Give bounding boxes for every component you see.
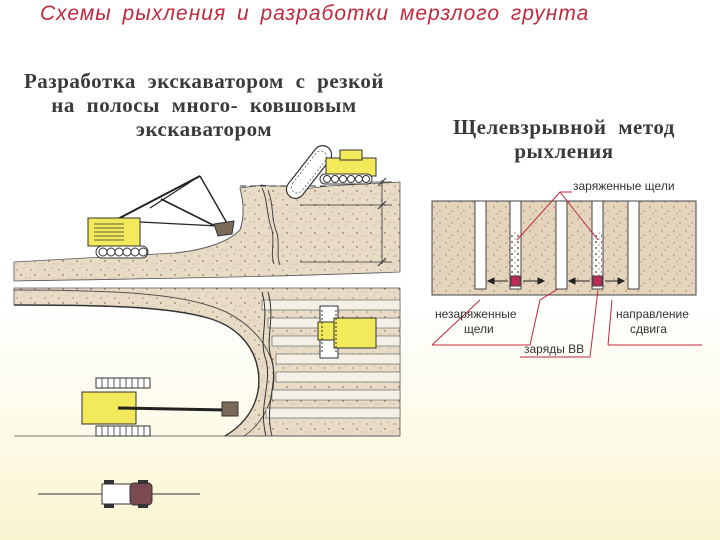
label-charges: заряды ВВ [524, 342, 584, 356]
excavator-plan-bucket [221, 401, 239, 417]
excavator-plan-boom [117, 406, 227, 412]
charge-1 [510, 275, 521, 287]
trencher-icon [285, 145, 377, 199]
excavator-boom [111, 175, 201, 223]
truck-cab [129, 482, 153, 506]
page-title: Схемы рыхления и разработки мерзлого гру… [40, 2, 589, 26]
slot-uncharged-2 [555, 200, 568, 290]
leader-lines [431, 191, 702, 358]
trencher-cab [325, 157, 377, 177]
stemming-1 [511, 232, 520, 276]
right-section-title: Щелевзрывной метод рыхления [453, 115, 675, 163]
label-shift-direction-2: сдвига [630, 322, 667, 336]
charge-2 [592, 275, 603, 287]
slot-uncharged-3 [627, 200, 640, 290]
excavator-plan-track-bottom [95, 425, 151, 437]
excavator-plan-track-top [95, 377, 151, 389]
shift-arrows [486, 277, 626, 285]
label-uncharged-slots-1: незаряженные [435, 307, 517, 321]
truck-icon [38, 480, 200, 508]
slot-blasting-diagram: заряженные щели незаряженные щели заряды… [431, 179, 702, 358]
bucket-icon [213, 220, 235, 237]
plan-view [13, 287, 401, 508]
excavator-plan-icon [81, 377, 239, 437]
label-shift-direction-1: направление [616, 307, 689, 321]
label-uncharged-slots-2: щели [464, 322, 494, 336]
label-charged-slots: заряженные щели [573, 179, 675, 193]
stemming-2 [593, 232, 602, 276]
plan-inner-arc [13, 304, 260, 437]
truck-body [101, 483, 133, 505]
frozen-layer-boundary [261, 187, 275, 265]
plan-break-line [261, 291, 269, 437]
left-section-title: Разработка экскаватором с резкой на поло… [23, 69, 385, 141]
ground-profile [13, 181, 401, 282]
slot-uncharged-1 [474, 200, 487, 290]
plan-outer-arc [13, 289, 275, 437]
trencher-plan-body [333, 317, 377, 349]
page-title-text: Схемы рыхления и разработки мерзлого гру… [40, 2, 590, 25]
trencher-cutter-bar [285, 145, 333, 199]
excavator-icon [87, 175, 235, 259]
cross-section [13, 145, 401, 282]
cut-slope [174, 187, 244, 254]
trencher-plan-icon [317, 305, 377, 359]
